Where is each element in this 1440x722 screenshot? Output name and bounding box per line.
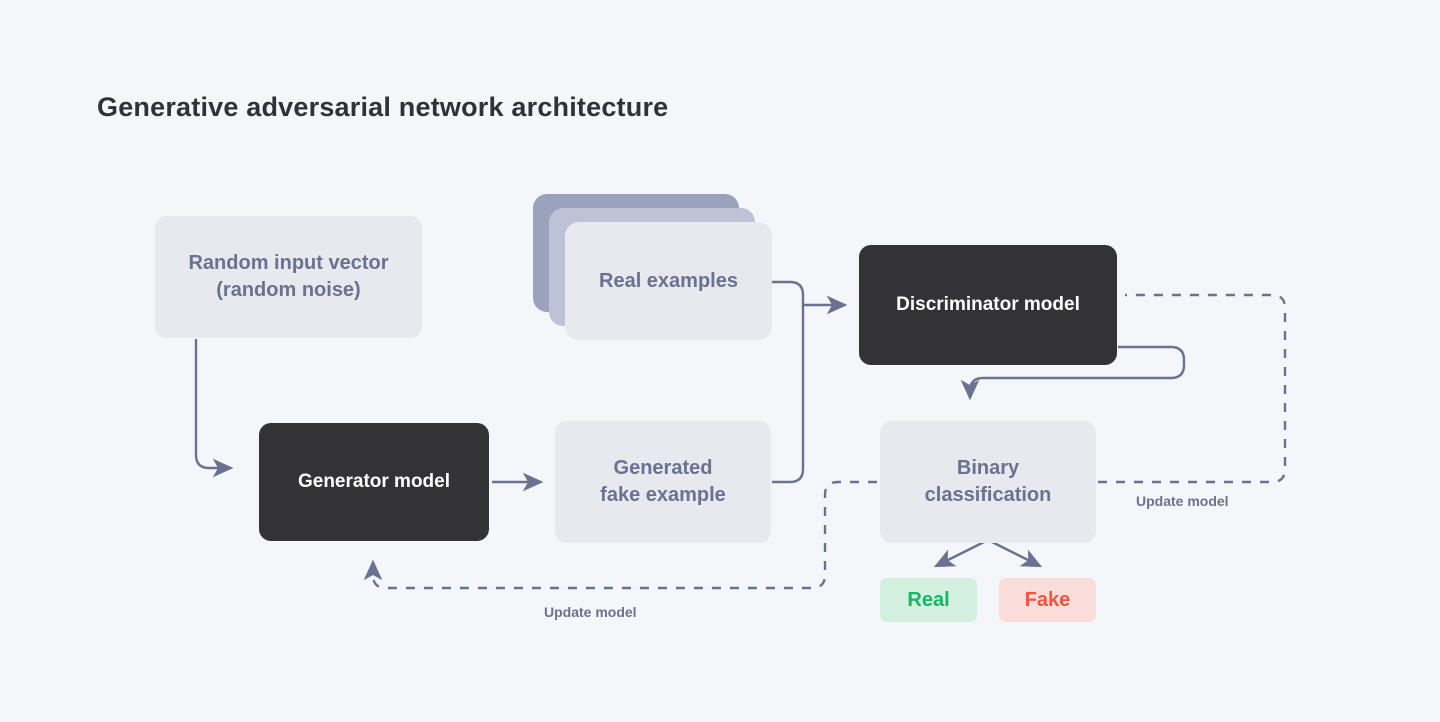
node-random-input-vector-label: Random input vector (random noise) bbox=[188, 252, 389, 301]
node-generator-model-label: Generator model bbox=[297, 471, 451, 493]
page-title: Generative adversarial network architect… bbox=[97, 92, 669, 122]
badge-fake-label: Fake bbox=[1024, 588, 1071, 611]
real-examples-card-front: Real examples bbox=[565, 222, 772, 340]
node-binary-classification-label: Binary classification bbox=[924, 457, 1052, 506]
badge-real-label: Real bbox=[907, 588, 950, 611]
edge-input-to-generator bbox=[194, 339, 234, 478]
edge-binary-to-real bbox=[933, 538, 989, 568]
node-generated-fake-example[interactable]: Generated fake example bbox=[555, 421, 771, 543]
edge-label-update-generator: Update model bbox=[544, 604, 637, 620]
node-binary-classification[interactable]: Binary classification bbox=[880, 421, 1096, 543]
edge-realexamples-to-bus bbox=[772, 280, 805, 484]
edge-binary-to-fake bbox=[987, 538, 1043, 568]
node-discriminator-model-label: Discriminator model bbox=[896, 294, 1080, 316]
edge-label-update-discriminator: Update model bbox=[1136, 493, 1229, 509]
node-generator-model[interactable]: Generator model bbox=[259, 423, 489, 541]
node-discriminator-model[interactable]: Discriminator model bbox=[859, 245, 1117, 365]
node-generated-fake-example-label: Generated fake example bbox=[600, 457, 726, 506]
badge-fake[interactable]: Fake bbox=[999, 578, 1096, 622]
edge-update-discriminator bbox=[1098, 293, 1287, 484]
node-random-input-vector[interactable]: Random input vector (random noise) bbox=[155, 216, 422, 338]
node-real-examples[interactable]: Real examples bbox=[533, 194, 773, 340]
badge-real[interactable]: Real bbox=[880, 578, 977, 622]
node-real-examples-label: Real examples bbox=[599, 269, 738, 292]
